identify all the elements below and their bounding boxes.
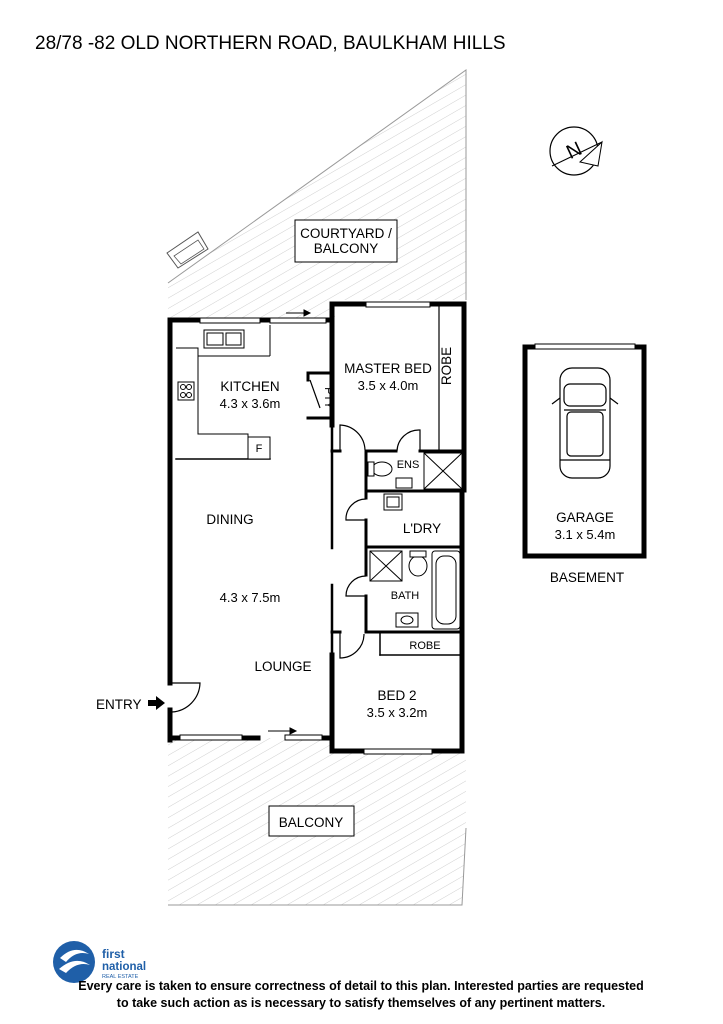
property-address-title: 28/78 -82 OLD NORTHERN ROAD, BAULKHAM HI… <box>35 33 506 54</box>
courtyard-area: COURTYARD / BALCONY <box>166 69 467 318</box>
garage: GARAGE 3.1 x 5.4m <box>522 343 647 559</box>
courtyard-label-box <box>294 219 398 263</box>
kitchen-size: 4.3 x 3.6m <box>220 396 281 411</box>
bath-label: BATH <box>391 590 420 602</box>
bath-toilet-icon <box>408 555 428 577</box>
laundry-label: L'DRY <box>403 521 441 536</box>
entry-arrow-icon <box>148 696 165 710</box>
pantry-label: PTY <box>322 387 334 409</box>
cooktop-icon <box>177 381 195 401</box>
laundry-fittings <box>383 493 403 511</box>
garage-label: GARAGE <box>556 510 614 525</box>
doors <box>170 379 421 713</box>
basement-label: BASEMENT <box>550 570 624 585</box>
bed2-label: BED 2 <box>377 688 416 703</box>
ensuite-fittings <box>367 452 463 490</box>
courtyard-label-line2: BALCONY <box>314 241 379 256</box>
master-bed-label: MASTER BED <box>344 361 432 376</box>
dining-label: DINING <box>206 512 253 527</box>
fridge-space <box>247 436 271 460</box>
bed2-size: 3.5 x 3.2m <box>367 705 428 720</box>
toilet-icon <box>371 461 393 477</box>
balcony-label: BALCONY <box>279 815 344 830</box>
kitchen-fittings <box>176 325 271 460</box>
master-bed-size: 3.5 x 4.0m <box>358 378 419 393</box>
balcony-area: BALCONY <box>168 738 467 906</box>
planter-box <box>166 231 209 269</box>
basin-icon <box>395 477 413 489</box>
living-size: 4.3 x 7.5m <box>220 590 281 605</box>
bed2-robe-label: ROBE <box>409 640 440 652</box>
kitchen-label: KITCHEN <box>220 379 279 394</box>
logo-text-national: national <box>102 961 146 973</box>
windows <box>179 301 433 755</box>
bath-fittings <box>369 550 461 630</box>
disclaimer-line1: Every care is taken to ensure correctnes… <box>78 979 644 993</box>
master-robe-label: ROBE <box>439 347 454 385</box>
first-national-logo: first national REAL ESTATE <box>53 941 146 983</box>
entry-label: ENTRY <box>96 697 142 712</box>
ensuite-label: ENS <box>397 459 420 471</box>
lounge-label: LOUNGE <box>254 659 311 674</box>
garage-size: 3.1 x 5.4m <box>555 527 616 542</box>
logo-text-realestate: REAL ESTATE <box>102 974 139 980</box>
courtyard-label-line1: COURTYARD / <box>300 226 392 241</box>
car-icon <box>551 367 619 479</box>
disclaimer-line2: to take such action as is necessary to s… <box>117 996 605 1010</box>
walls <box>167 301 467 754</box>
north-compass-icon: N <box>549 126 603 176</box>
balcony-label-box <box>268 805 355 837</box>
sliding-door-arrow-icon <box>268 309 312 735</box>
logo-text-first: first <box>102 947 125 961</box>
fridge-label: F <box>256 443 263 455</box>
